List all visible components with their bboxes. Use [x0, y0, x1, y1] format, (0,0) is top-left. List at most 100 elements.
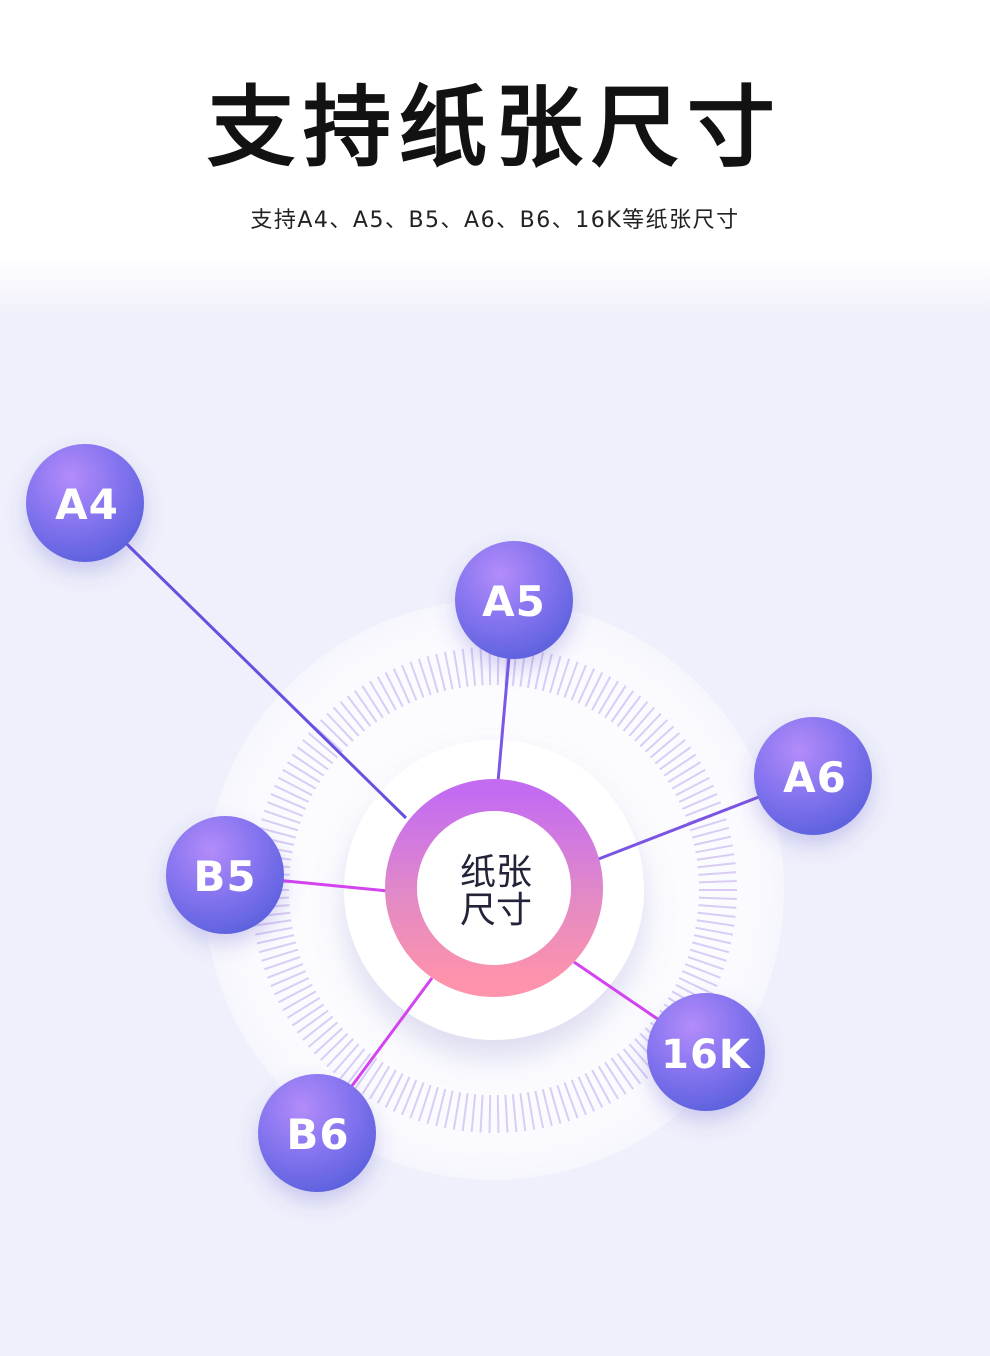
tick-mark [461, 1093, 469, 1132]
tick-mark [496, 1094, 500, 1134]
tick-mark [263, 955, 301, 971]
tick-mark [401, 1079, 418, 1116]
tick-mark [296, 746, 329, 771]
node-label-a6: A6 [783, 753, 847, 802]
tick-mark [697, 862, 736, 869]
tick-mark [534, 1090, 545, 1129]
node-a5: A5 [455, 541, 573, 659]
tick-mark [570, 664, 587, 701]
node-b5: B5 [166, 816, 284, 934]
tick-mark [339, 1048, 366, 1080]
tick-mark [417, 1084, 432, 1122]
tick-mark [577, 1076, 596, 1112]
tick-mark [698, 871, 737, 876]
tick-mark [644, 725, 675, 753]
tick-mark [678, 977, 714, 996]
tick-mark [302, 739, 334, 765]
tick-mark [622, 1048, 649, 1080]
tick-mark [319, 719, 349, 748]
tick-mark [282, 768, 317, 790]
tick-mark [689, 818, 727, 832]
tick-mark [604, 685, 627, 719]
tick-mark [426, 656, 439, 694]
tick-mark [296, 1009, 329, 1034]
tick-mark [256, 934, 295, 945]
tick-mark [549, 1086, 562, 1124]
tick-mark [534, 651, 545, 690]
node-label-16k: 16K [661, 1032, 752, 1078]
tick-mark [556, 658, 571, 696]
tick-mark [697, 911, 736, 918]
tick-mark [361, 685, 384, 719]
tick-mark [691, 826, 730, 839]
tick-mark [591, 676, 612, 711]
tick-mark [452, 650, 462, 688]
tick-mark [695, 926, 734, 936]
tick-mark [274, 784, 310, 803]
tick-mark [258, 826, 297, 839]
center-label-line2: 尺寸 [460, 890, 532, 931]
node-a4: A4 [26, 444, 144, 562]
tick-mark [639, 719, 669, 748]
tick-mark [461, 648, 469, 687]
tick-mark [369, 680, 391, 715]
tick-mark [563, 661, 579, 698]
tick-mark [384, 1073, 404, 1108]
tick-mark [435, 653, 447, 692]
tick-mark [693, 934, 732, 945]
tick-mark [313, 1027, 344, 1055]
node-label-b6: B6 [286, 1110, 349, 1159]
tick-mark [409, 661, 425, 698]
connector-a4 [83, 501, 408, 820]
tick-mark [443, 1090, 454, 1129]
tick-mark [610, 1057, 635, 1090]
tick-mark [270, 792, 307, 810]
tick-mark [286, 761, 321, 783]
tick-mark [326, 712, 354, 742]
tick-mark [541, 653, 553, 692]
tick-mark [384, 672, 404, 707]
node-label-a5: A5 [482, 577, 546, 626]
tick-mark [426, 1086, 439, 1124]
tick-mark [369, 1065, 391, 1100]
tick-mark [577, 668, 596, 704]
tick-mark [376, 676, 397, 711]
tick-mark [671, 768, 706, 790]
tick-mark [604, 1061, 627, 1095]
tick-mark [693, 835, 732, 846]
node-16k: 16K [647, 993, 765, 1111]
tick-mark [563, 1082, 579, 1119]
tick-mark [659, 746, 692, 771]
page-subtitle: 支持A4、A5、B5、A6、B6、16K等纸张尺寸 [250, 208, 740, 233]
center-ring [385, 779, 603, 997]
tick-mark [541, 1088, 553, 1127]
tick-mark [597, 1065, 619, 1100]
tick-mark [278, 776, 313, 797]
node-a6: A6 [754, 717, 872, 835]
tick-mark [681, 970, 718, 988]
tick-mark [346, 695, 372, 728]
tick-mark [307, 1021, 339, 1048]
tick-mark [253, 919, 292, 927]
tick-mark [628, 706, 656, 737]
tick-mark [286, 997, 321, 1019]
tick-mark [282, 990, 317, 1012]
center-label-line1: 纸张 [460, 852, 532, 893]
tick-mark [278, 983, 313, 1004]
tick-mark [319, 1032, 349, 1061]
header-section: 支持纸张尺寸 支持A4、A5、B5、A6、B6、16K等纸张尺寸 [0, 0, 990, 312]
tick-mark [291, 1003, 325, 1027]
tick-mark [691, 941, 730, 954]
tick-mark [681, 792, 718, 810]
tick-mark [684, 963, 721, 979]
tick-mark [610, 690, 635, 723]
tick-mark [274, 977, 310, 996]
tick-mark [267, 963, 304, 979]
tick-mark [307, 732, 339, 759]
tick-mark [254, 926, 293, 936]
tick-mark [270, 970, 307, 988]
tick-mark [417, 658, 432, 696]
tick-mark [696, 853, 735, 861]
tick-mark [353, 690, 378, 723]
